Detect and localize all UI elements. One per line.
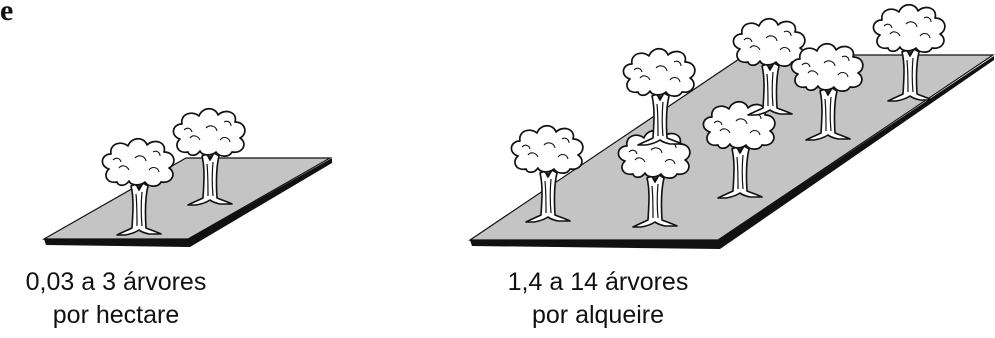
caption-left-line1: 0,03 a 3 árvores xyxy=(25,268,207,296)
corner-letter: e xyxy=(0,0,14,27)
plot-left xyxy=(41,157,333,247)
caption-right: 1,4 a 14 árvores por alqueire xyxy=(468,266,728,332)
caption-right-line1: 1,4 a 14 árvores xyxy=(507,268,689,296)
caption-right-line2: por alqueire xyxy=(531,301,665,329)
plot-left-surface xyxy=(41,157,333,240)
caption-left-line2: por hectare xyxy=(52,301,180,329)
caption-left: 0,03 a 3 árvores por hectare xyxy=(0,266,232,332)
